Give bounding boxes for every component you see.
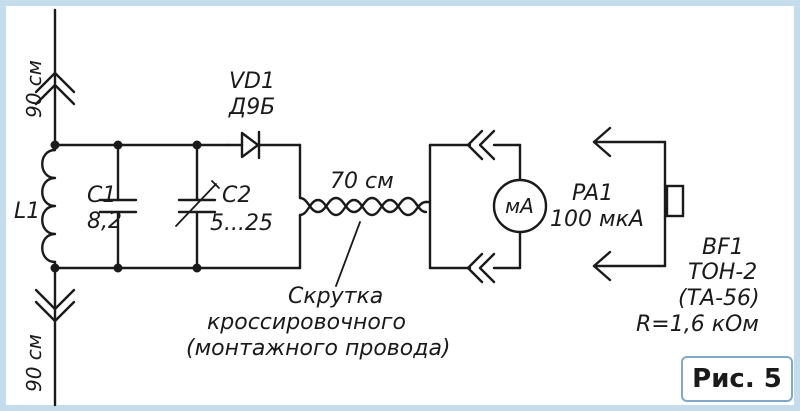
antenna-bottom bbox=[34, 266, 76, 407]
variable-capacitor-c2 bbox=[175, 143, 220, 270]
junction-dot bbox=[113, 140, 123, 150]
vd1-type-label: Д9Б bbox=[228, 95, 275, 120]
bf1-ref-label: BF1 bbox=[702, 235, 744, 260]
junction-dot bbox=[192, 140, 202, 150]
antenna-top-length: 90 см bbox=[22, 60, 46, 118]
diode-vd1 bbox=[226, 130, 261, 160]
note-line-2: кроссировочного bbox=[207, 310, 406, 335]
headphone-bf1 bbox=[592, 126, 685, 282]
capacitor-c1 bbox=[98, 143, 138, 270]
milliammeter-symbol bbox=[492, 178, 548, 234]
junction-dot bbox=[192, 263, 202, 273]
c2-value-label: 5...25 bbox=[210, 211, 273, 236]
junction-dot bbox=[50, 140, 60, 150]
antenna-bottom-length: 90 см bbox=[22, 334, 46, 392]
junction-dot bbox=[50, 263, 60, 273]
bf1-alt-label: (ТА-56) bbox=[678, 286, 760, 311]
note-line-1: Скрутка bbox=[288, 284, 383, 309]
bf1-resistance-label: R=1,6 кОм bbox=[636, 312, 759, 337]
figure-caption-badge: Рис. 5 bbox=[681, 356, 793, 402]
c2-ref-label: C2 bbox=[222, 183, 251, 208]
twist-leader-line bbox=[335, 221, 361, 287]
antenna-top bbox=[34, 8, 76, 147]
twist-length-label: 70 см bbox=[330, 169, 394, 194]
vd1-ref-label: VD1 bbox=[229, 69, 275, 94]
c1-value-label: 8,2 bbox=[87, 209, 122, 234]
twisted-pair-wire bbox=[298, 196, 428, 217]
pa1-value-label: 100 мкА bbox=[550, 207, 644, 232]
note-line-3: (монтажного провода) bbox=[186, 336, 451, 361]
junction-dot bbox=[113, 263, 123, 273]
c1-ref-label: C1 bbox=[87, 183, 116, 208]
pa1-ref-label: PA1 bbox=[572, 181, 613, 206]
l1-label: L1 bbox=[14, 199, 40, 224]
meter-symbol-label: мА bbox=[505, 194, 534, 218]
meter-plug-wiring bbox=[424, 129, 522, 284]
bf1-type-label: ТОН-2 bbox=[688, 260, 757, 285]
